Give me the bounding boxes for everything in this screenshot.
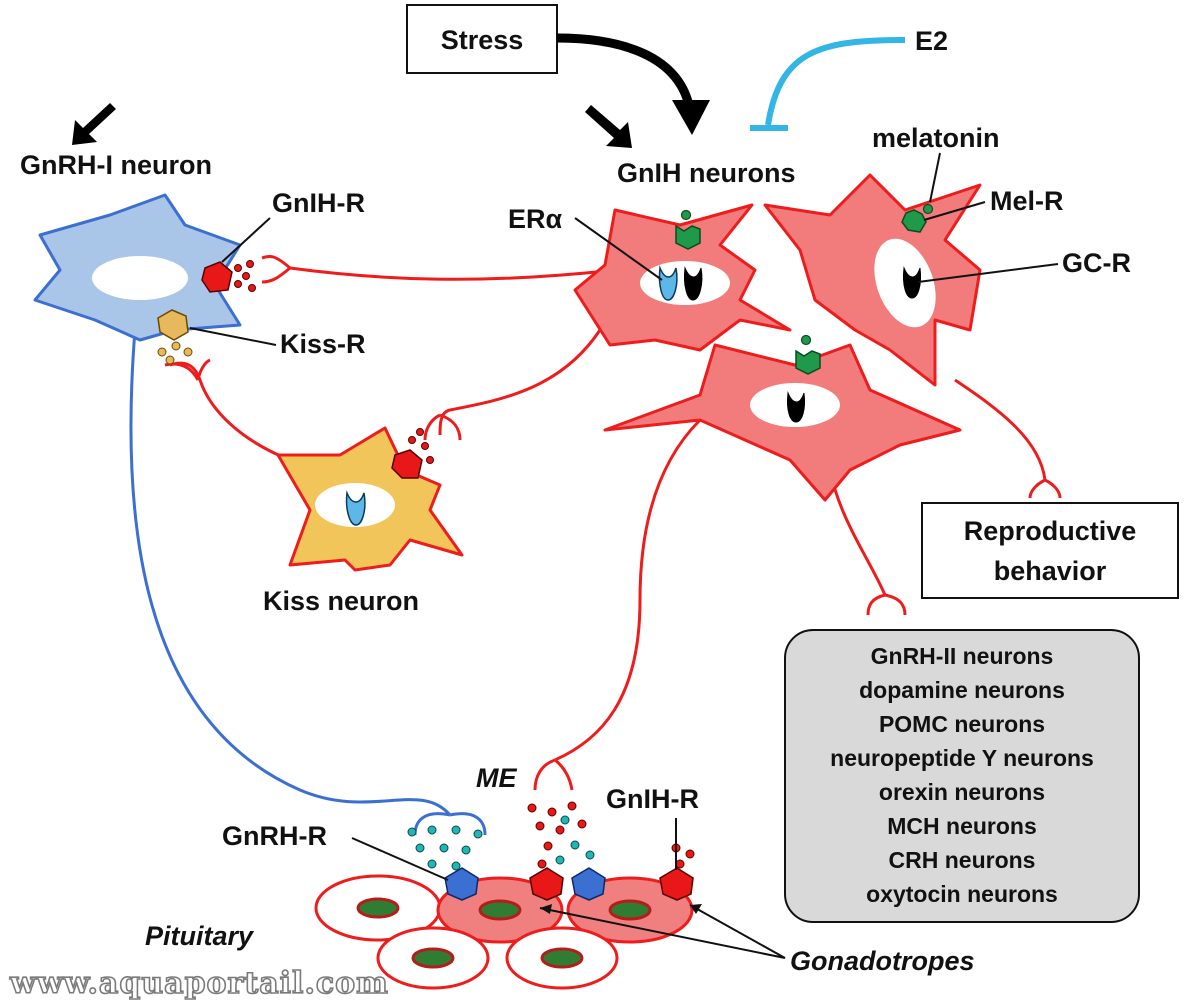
gnih-terminal-gnrh <box>261 254 291 284</box>
target-neuron-item: orexin neurons <box>879 779 1045 805</box>
target-neuron-item: oxytocin neurons <box>866 881 1058 907</box>
gnih-terminal-kiss <box>423 413 462 441</box>
watermark: www.aquaportail.com <box>9 966 389 1000</box>
target-neuron-item: GnRH-II neurons <box>871 643 1054 669</box>
gnih-release-dots <box>527 801 695 869</box>
mel-r-label: Mel-R <box>990 186 1064 216</box>
kiss-r-label: Kiss-R <box>280 329 366 359</box>
melatonin-leader <box>929 152 941 203</box>
gnrh-receptor <box>444 867 479 901</box>
me-label: ME <box>476 763 517 793</box>
gnih-to-gnrh-fiber <box>289 266 616 281</box>
gnih-neuron-2 <box>763 173 982 387</box>
er-alpha-label: ERα <box>508 204 563 234</box>
gnih-input-arrow <box>585 105 632 148</box>
gnih-neuron-1 <box>573 203 792 352</box>
gnrh-receptor <box>571 867 606 901</box>
gonadotropes-leader <box>539 904 786 959</box>
mel-r-leader <box>923 201 986 221</box>
kiss-r-leader <box>189 327 277 346</box>
target-neuron-item: MCH neurons <box>887 813 1037 839</box>
gnih-to-targets-fiber <box>828 469 887 596</box>
er-alpha-receptor <box>345 490 366 526</box>
gnih-receptor <box>391 428 434 479</box>
gnih-neuron-3 <box>603 343 962 502</box>
target-neuron-item: dopamine neurons <box>859 677 1065 703</box>
kiss-neuron-label: Kiss neuron <box>263 586 419 616</box>
gonadotropes-arrowhead <box>690 904 702 914</box>
gnih-r-leader <box>221 217 271 263</box>
gnih-to-me-fiber <box>554 418 702 762</box>
gnih-neurons-label: GnIH neurons <box>617 158 796 188</box>
melatonin-label: melatonin <box>872 123 1000 153</box>
reproductive-behavior-line2: behavior <box>994 556 1107 586</box>
gc-receptor <box>903 266 921 299</box>
gnrh-r-label: GnRH-R <box>222 821 327 851</box>
target-neuron-item: CRH neurons <box>889 847 1036 873</box>
gnih-r-label: GnIH-R <box>606 784 699 814</box>
stress-box: Stress <box>406 4 558 74</box>
gnrh-input-arrow <box>72 103 116 145</box>
stress-label: Stress <box>441 25 524 55</box>
mel-receptor <box>795 334 821 375</box>
gnih-terminal-targets <box>866 593 907 616</box>
gonadotrope-cell <box>505 926 619 990</box>
gnrh-i-neuron <box>33 193 242 342</box>
target-neuron-item: POMC neurons <box>879 711 1045 737</box>
target-neuron-item: neuropeptide Y neurons <box>830 745 1094 771</box>
er-alpha-receptor <box>658 265 678 301</box>
gnih-to-kiss-fiber <box>438 329 602 436</box>
kiss-terminal-gnrh <box>164 358 211 381</box>
gnih-receptor <box>529 867 564 901</box>
e2-label: E2 <box>915 26 948 56</box>
gnih-receptor <box>659 867 694 901</box>
gnrh-i-neuron-label: GnRH-I neuron <box>20 150 212 180</box>
mel-receptor <box>901 203 934 233</box>
e2-inhibit-line <box>765 37 906 126</box>
gonadotropes-arrowhead <box>540 904 552 914</box>
er-alpha-leader <box>574 217 663 281</box>
gnrh-release-dots <box>407 815 595 871</box>
gnih-to-behavior-fiber <box>954 378 1047 481</box>
gnih-r-label: GnIH-R <box>272 188 365 218</box>
gc-r-leader <box>917 263 1059 283</box>
stress-arrowhead <box>672 100 710 135</box>
kiss-to-gnrh-fiber <box>169 361 291 462</box>
gnih-terminal-behavior <box>1028 478 1062 499</box>
kiss-receptor <box>157 309 193 365</box>
gnrh-r-leader <box>351 837 449 881</box>
reproductive-behavior-line1: Reproductive <box>964 516 1137 546</box>
gnrh-axon <box>129 329 452 816</box>
gonadotrope-cell <box>376 926 490 990</box>
gc-receptor <box>684 266 703 301</box>
reproductive-behavior-box: Reproductive behavior <box>921 502 1179 599</box>
mel-receptor <box>675 209 701 250</box>
gnih-receptor <box>201 260 256 293</box>
gnih-terminal-me <box>533 758 574 791</box>
gonadotropes-label: Gonadotropes <box>790 946 975 976</box>
target-neurons-box: GnRH-II neurons dopamine neurons POMC ne… <box>784 629 1140 923</box>
gc-receptor <box>787 391 805 423</box>
pituitary-label: Pituitary <box>145 921 255 951</box>
stress-arrow <box>556 33 695 111</box>
gc-r-label: GC-R <box>1062 248 1131 278</box>
kiss-neuron <box>276 426 464 572</box>
